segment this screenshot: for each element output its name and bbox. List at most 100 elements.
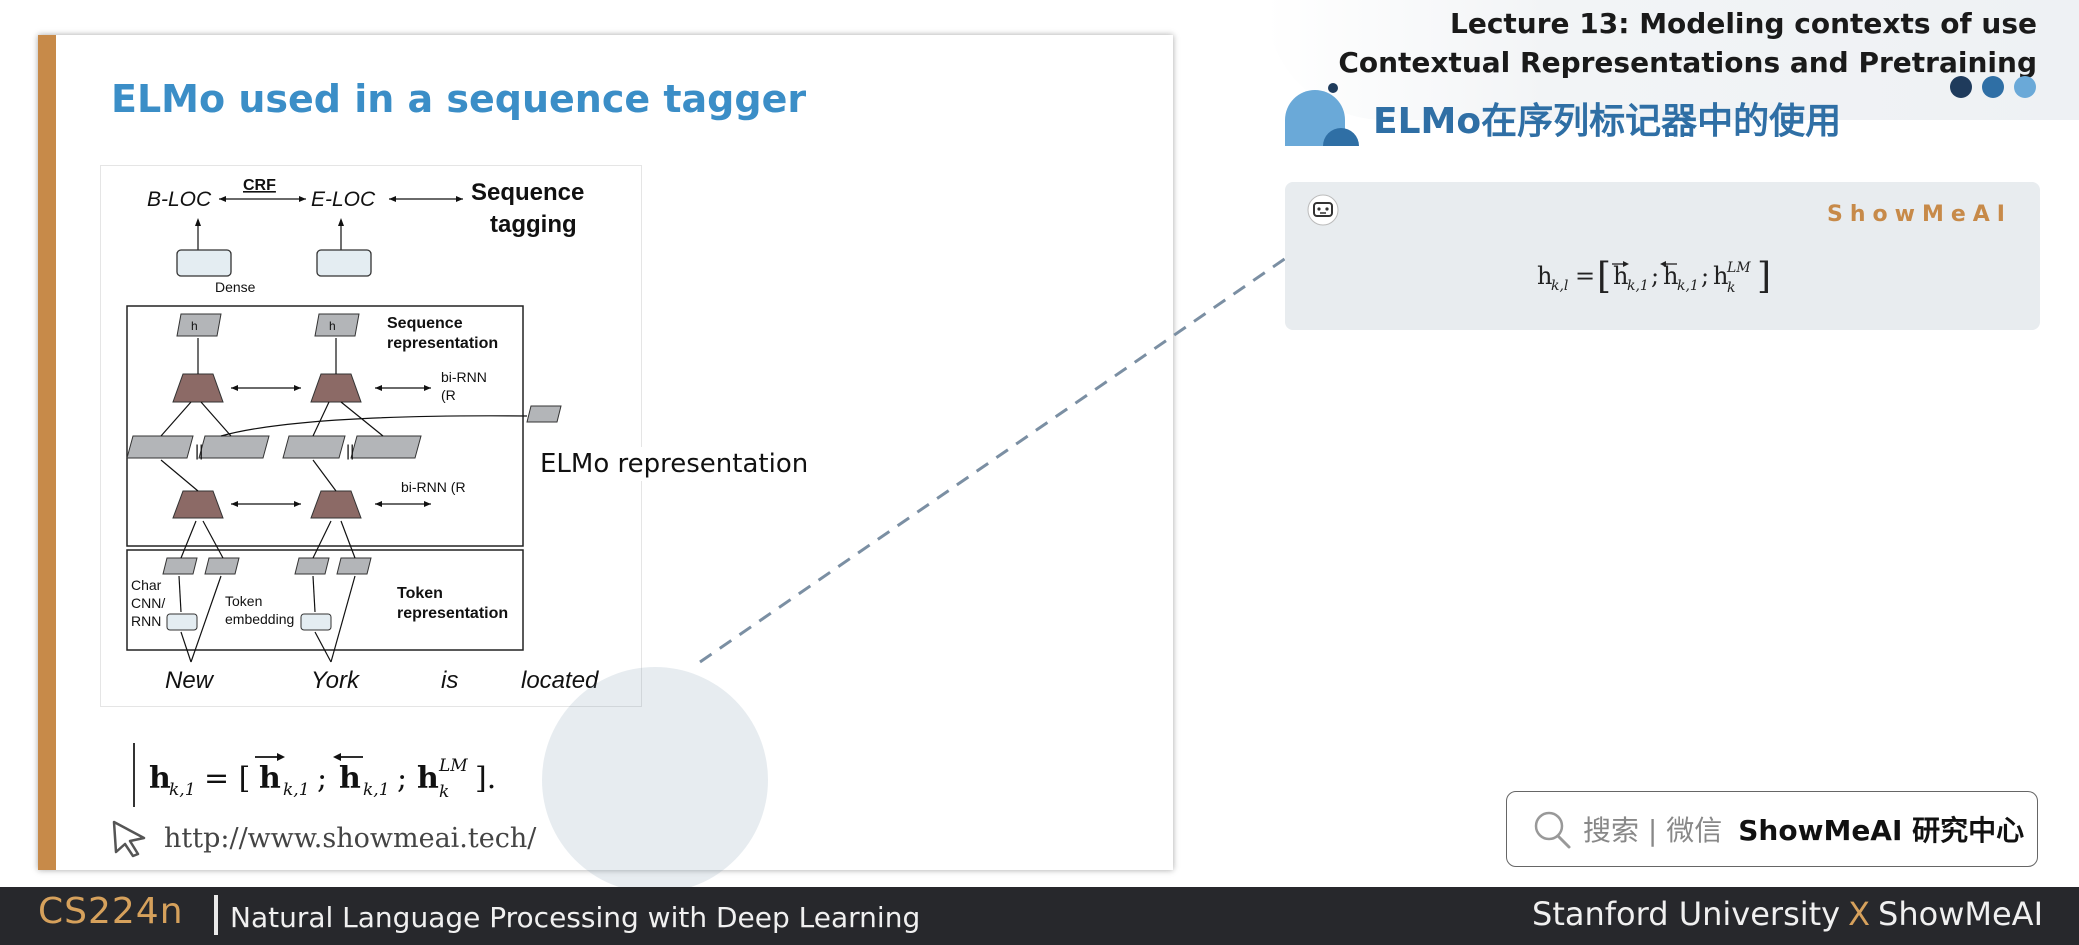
seq-tagging-label-2: tagging xyxy=(490,211,577,238)
token-repr-label-2: representation xyxy=(397,605,508,622)
url-row[interactable]: http://www.showmeai.tech/ xyxy=(108,818,536,858)
r2-label: (R xyxy=(441,387,456,403)
card-brand: ShowMeAI xyxy=(1827,202,2012,227)
search-hint: 搜索 | 微信 xyxy=(1583,814,1723,847)
char-rnn-box-1 xyxy=(166,613,198,631)
concat-bar-2: || xyxy=(346,443,354,460)
token-emb-label-2: embedding xyxy=(225,611,294,627)
formula-h: h xyxy=(149,761,171,796)
footer-stanford: Stanford University xyxy=(1532,895,1841,933)
footer-showmeai: ShowMeAI xyxy=(1878,895,2043,933)
formula-sup-lm: LM xyxy=(438,756,468,776)
token-cell-1 xyxy=(162,557,198,575)
formula-sub-1: k,1 xyxy=(169,780,196,800)
token-emb-label-1: Token xyxy=(225,593,262,609)
hidden-h2lm xyxy=(350,435,422,459)
dot-light xyxy=(2014,76,2036,98)
dense-box-1 xyxy=(176,249,232,277)
dot-dark xyxy=(1950,76,1972,98)
formula-eq: = [ xyxy=(204,761,250,796)
dense-label: Dense xyxy=(215,279,256,295)
sequence-block xyxy=(126,305,524,547)
card-eq: = xyxy=(1575,262,1595,290)
robot-icon xyxy=(1307,194,1339,226)
crf-label: CRF xyxy=(243,177,276,194)
char-label-1: Char xyxy=(131,577,162,593)
section-title: ELMo在序列标记器中的使用 xyxy=(1373,101,1842,142)
footer-bar: CS224n Natural Language Processing with … xyxy=(0,887,2079,945)
slide-formula: h k,1 = [ h k,1 ; h k,1 ; h LM k ]. xyxy=(133,743,559,807)
word-new: New xyxy=(165,667,215,694)
dense-box-2 xyxy=(316,249,372,277)
card-formula: h k,l = [ h k,1 ; h k,1 ; h LM k ] xyxy=(1537,256,1771,297)
formula-svg: h k,1 = [ h k,1 ; h k,1 ; h LM k ]. xyxy=(149,753,496,802)
diagram-svg: B-LOC E-LOC CRF Sequence tagging Dense xyxy=(126,177,599,694)
char-label-3: RNN xyxy=(131,613,161,629)
wechat-search-box[interactable]: 搜索 | 微信 ShowMeAI 研究中心 xyxy=(1506,791,2038,867)
card-h-bwd: h xyxy=(1663,262,1678,290)
h12-label: h xyxy=(191,319,198,333)
card-h-fwd: h xyxy=(1613,262,1628,290)
card-open: [ xyxy=(1597,256,1611,297)
token-repr-label-1: Token xyxy=(397,585,443,602)
footer-description: Natural Language Processing with Deep Le… xyxy=(230,901,921,934)
formula-sub-2: k,1 xyxy=(283,780,310,800)
formula-h-fwd: h xyxy=(259,761,281,796)
elmo-tagger-diagram: B-LOC E-LOC CRF Sequence tagging Dense xyxy=(100,165,642,707)
word-is: is xyxy=(441,667,458,694)
formula-h-lm: h xyxy=(417,761,439,796)
footer-course: CS224n xyxy=(38,891,184,932)
header-dots xyxy=(1950,76,2036,98)
birnn1-label: bi-RNN (R xyxy=(401,479,466,495)
card-h: h xyxy=(1537,262,1552,290)
formula-semi-2: ; xyxy=(397,761,407,796)
formula-semi-1: ; xyxy=(317,761,327,796)
seq-tagging-label-1: Sequence xyxy=(471,179,584,206)
birnn2-cell-1 xyxy=(172,373,224,403)
slide-title: ELMo used in a sequence tagger xyxy=(111,77,807,121)
card-close: ] xyxy=(1757,256,1771,297)
card-h-lm: h xyxy=(1713,262,1728,290)
card-semi-2: ; xyxy=(1701,262,1709,290)
token-cell-4 xyxy=(336,557,372,575)
hidden-h11 xyxy=(126,435,194,459)
word-located: located xyxy=(521,667,599,694)
seq-repr-label-1: Sequence xyxy=(387,315,463,332)
formula-h-bwd: h xyxy=(339,761,361,796)
formula-card: ShowMeAI h k,l = [ h k,1 ; h k,1 ; h LM … xyxy=(1285,182,2040,330)
tag-e-loc: E-LOC xyxy=(311,188,376,211)
card-sup-lm: LM xyxy=(1726,260,1751,276)
card-sub-1: k,1 xyxy=(1627,278,1649,294)
dot-mid xyxy=(1982,76,2004,98)
formula-close: ]. xyxy=(475,761,496,796)
footer-separator xyxy=(214,895,218,935)
elmo-vector xyxy=(526,405,562,423)
hidden-h12 xyxy=(176,313,222,337)
tag-b-loc: B-LOC xyxy=(147,188,212,211)
formula-sub-3: k,1 xyxy=(363,780,390,800)
h22-label: h xyxy=(329,319,336,333)
magnifier-lens xyxy=(542,667,768,893)
concat-bar-1: || xyxy=(195,443,203,460)
website-link[interactable]: http://www.showmeai.tech/ xyxy=(164,822,537,854)
lecture-title: Lecture 13: Modeling contexts of use Con… xyxy=(1338,7,2037,79)
char-label-2: CNN/ xyxy=(131,595,165,611)
seq-repr-label-2: representation xyxy=(387,335,498,352)
hidden-h22 xyxy=(314,313,360,337)
card-sub-kl: k,l xyxy=(1551,278,1568,294)
token-cell-2 xyxy=(204,557,240,575)
header-band xyxy=(1265,0,2079,120)
slide-panel: ELMo used in a sequence tagger B-LOC E-L… xyxy=(38,35,1173,893)
card-sub-2: k,1 xyxy=(1677,278,1699,294)
birnn1-cell-1 xyxy=(172,490,224,519)
word-york: York xyxy=(311,667,361,694)
formula-sub-k: k xyxy=(439,782,449,802)
birnn2-label: bi-RNN xyxy=(441,369,487,385)
cursor-icon xyxy=(112,820,146,858)
birnn2-cell-2 xyxy=(310,373,362,403)
hidden-h1lm xyxy=(198,435,270,459)
elmo-representation-label: ELMo representation xyxy=(536,447,813,481)
token-cell-3 xyxy=(294,557,330,575)
